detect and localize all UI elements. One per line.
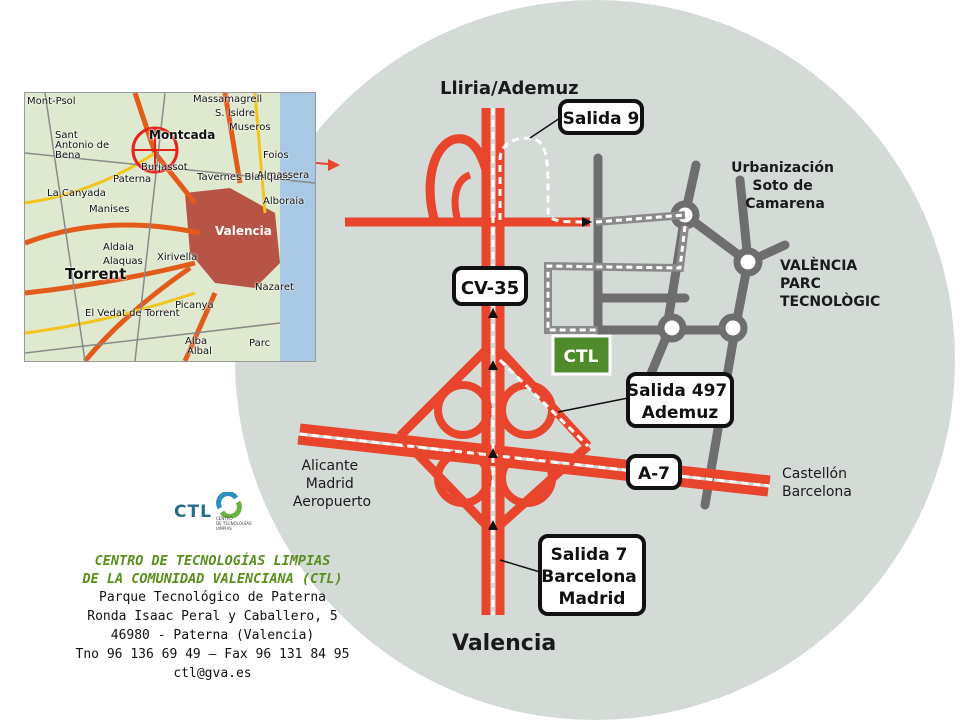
inset-label: Parc: [249, 338, 271, 349]
email-link[interactable]: ctl@gva.es: [173, 666, 252, 681]
inset-label: Mont-Psol: [27, 96, 76, 107]
inset-label: Aldaia: [103, 242, 135, 253]
inset-label: Burjassot: [141, 162, 188, 173]
phone-fax: Tno 96 136 69 49 – Fax 96 131 84 95: [75, 647, 350, 662]
inset-label: Torrent: [65, 265, 127, 283]
address-line3: 46980 - Paterna (Valencia): [110, 628, 315, 643]
inset-label: S. Isidre: [215, 108, 256, 119]
left-destination-label: Alicante Madrid Aeropuerto: [293, 458, 371, 510]
inset-label: Picanya: [175, 300, 214, 311]
sign-salida-497: Salida 497 Ademuz: [626, 372, 734, 428]
inset-label: El Vedat de Torrent: [85, 308, 180, 319]
parc-tecnologic-label: VALÈNCIA PARC TECNOLÒGIC: [780, 257, 880, 310]
inset-label: Tavernes Blanques: [197, 172, 291, 183]
inset-label: La Canyada: [47, 188, 106, 199]
ctl-location-badge: CTL: [551, 334, 612, 376]
org-name-line1: CENTRO DE TECNOLOGÍAS LIMPIAS: [94, 553, 331, 569]
sign-salida-7: Salida 7 Barcelona Madrid: [538, 534, 646, 616]
svg-text:Salida 9: Salida 9: [563, 109, 640, 129]
inset-label: Almassera: [257, 170, 310, 181]
inset-label: Museros: [229, 122, 271, 133]
inset-label: Paterna: [113, 174, 152, 185]
ctl-logo-mark-icon: [216, 492, 242, 518]
ctl-logo-subtitle: CENTRO DE TECNOLOGÍAS LIMPIAS: [216, 516, 252, 531]
bottom-destination-label: Valencia: [452, 631, 556, 656]
inset-label: Nazaret: [255, 282, 294, 293]
inset-label: Massamagrell: [193, 94, 263, 105]
svg-text:Salida 7 Barcelona: Salida 7 Barcelona Madrid: [541, 545, 642, 609]
top-destination-label: Lliria/Ademuz: [440, 78, 579, 99]
address-line1: Parque Tecnológico de Paterna: [99, 590, 326, 605]
inset-label: Xirivella: [157, 252, 198, 263]
inset-label: Foios: [263, 150, 289, 161]
address-line2: Ronda Isaac Peral y Caballero, 5: [87, 609, 338, 624]
sign-a-7: A-7: [626, 454, 682, 490]
urbanizacion-label: Urbanización Soto de Camarena: [731, 160, 839, 212]
svg-text:A-7: A-7: [638, 464, 670, 484]
sign-cv-35: CV-35: [452, 266, 528, 306]
direction-arrows: [488, 217, 592, 530]
contact-block: CENTRO DE TECNOLOGÍAS LIMPIAS DE LA COMU…: [40, 552, 385, 683]
inset-label: Alba: [185, 336, 208, 347]
sign-salida-9: Salida 9: [558, 99, 644, 135]
svg-text:Salida 497 Ademuz: Salida 497 Ademuz: [627, 381, 733, 423]
inset-label: Valencia: [215, 224, 272, 238]
inset-label: Sant Antonio de Bena: [55, 130, 110, 161]
inset-label: Montcada: [149, 128, 216, 142]
sign-leaders: [499, 117, 629, 573]
inset-label: Manises: [89, 204, 130, 215]
org-name-line2: DE LA COMUNIDAD VALENCIANA (CTL): [82, 571, 343, 587]
svg-text:CV-35: CV-35: [461, 278, 519, 299]
ctl-logo: CTL CENTRO DE TECNOLOGÍAS LIMPIAS: [170, 490, 252, 536]
right-destination-label: Castellón Barcelona: [782, 466, 852, 500]
inset-map-drawing: [25, 93, 315, 361]
inset-label: Alaquas: [103, 256, 143, 267]
inset-label: Alboraia: [263, 196, 305, 207]
svg-text:CTL: CTL: [564, 347, 599, 367]
ctl-logo-text: CTL: [174, 502, 212, 522]
inset-label: Albal: [187, 346, 212, 357]
inset-location-map: Mont-Psol Massamagrell S. Isidre Museros…: [24, 92, 316, 362]
